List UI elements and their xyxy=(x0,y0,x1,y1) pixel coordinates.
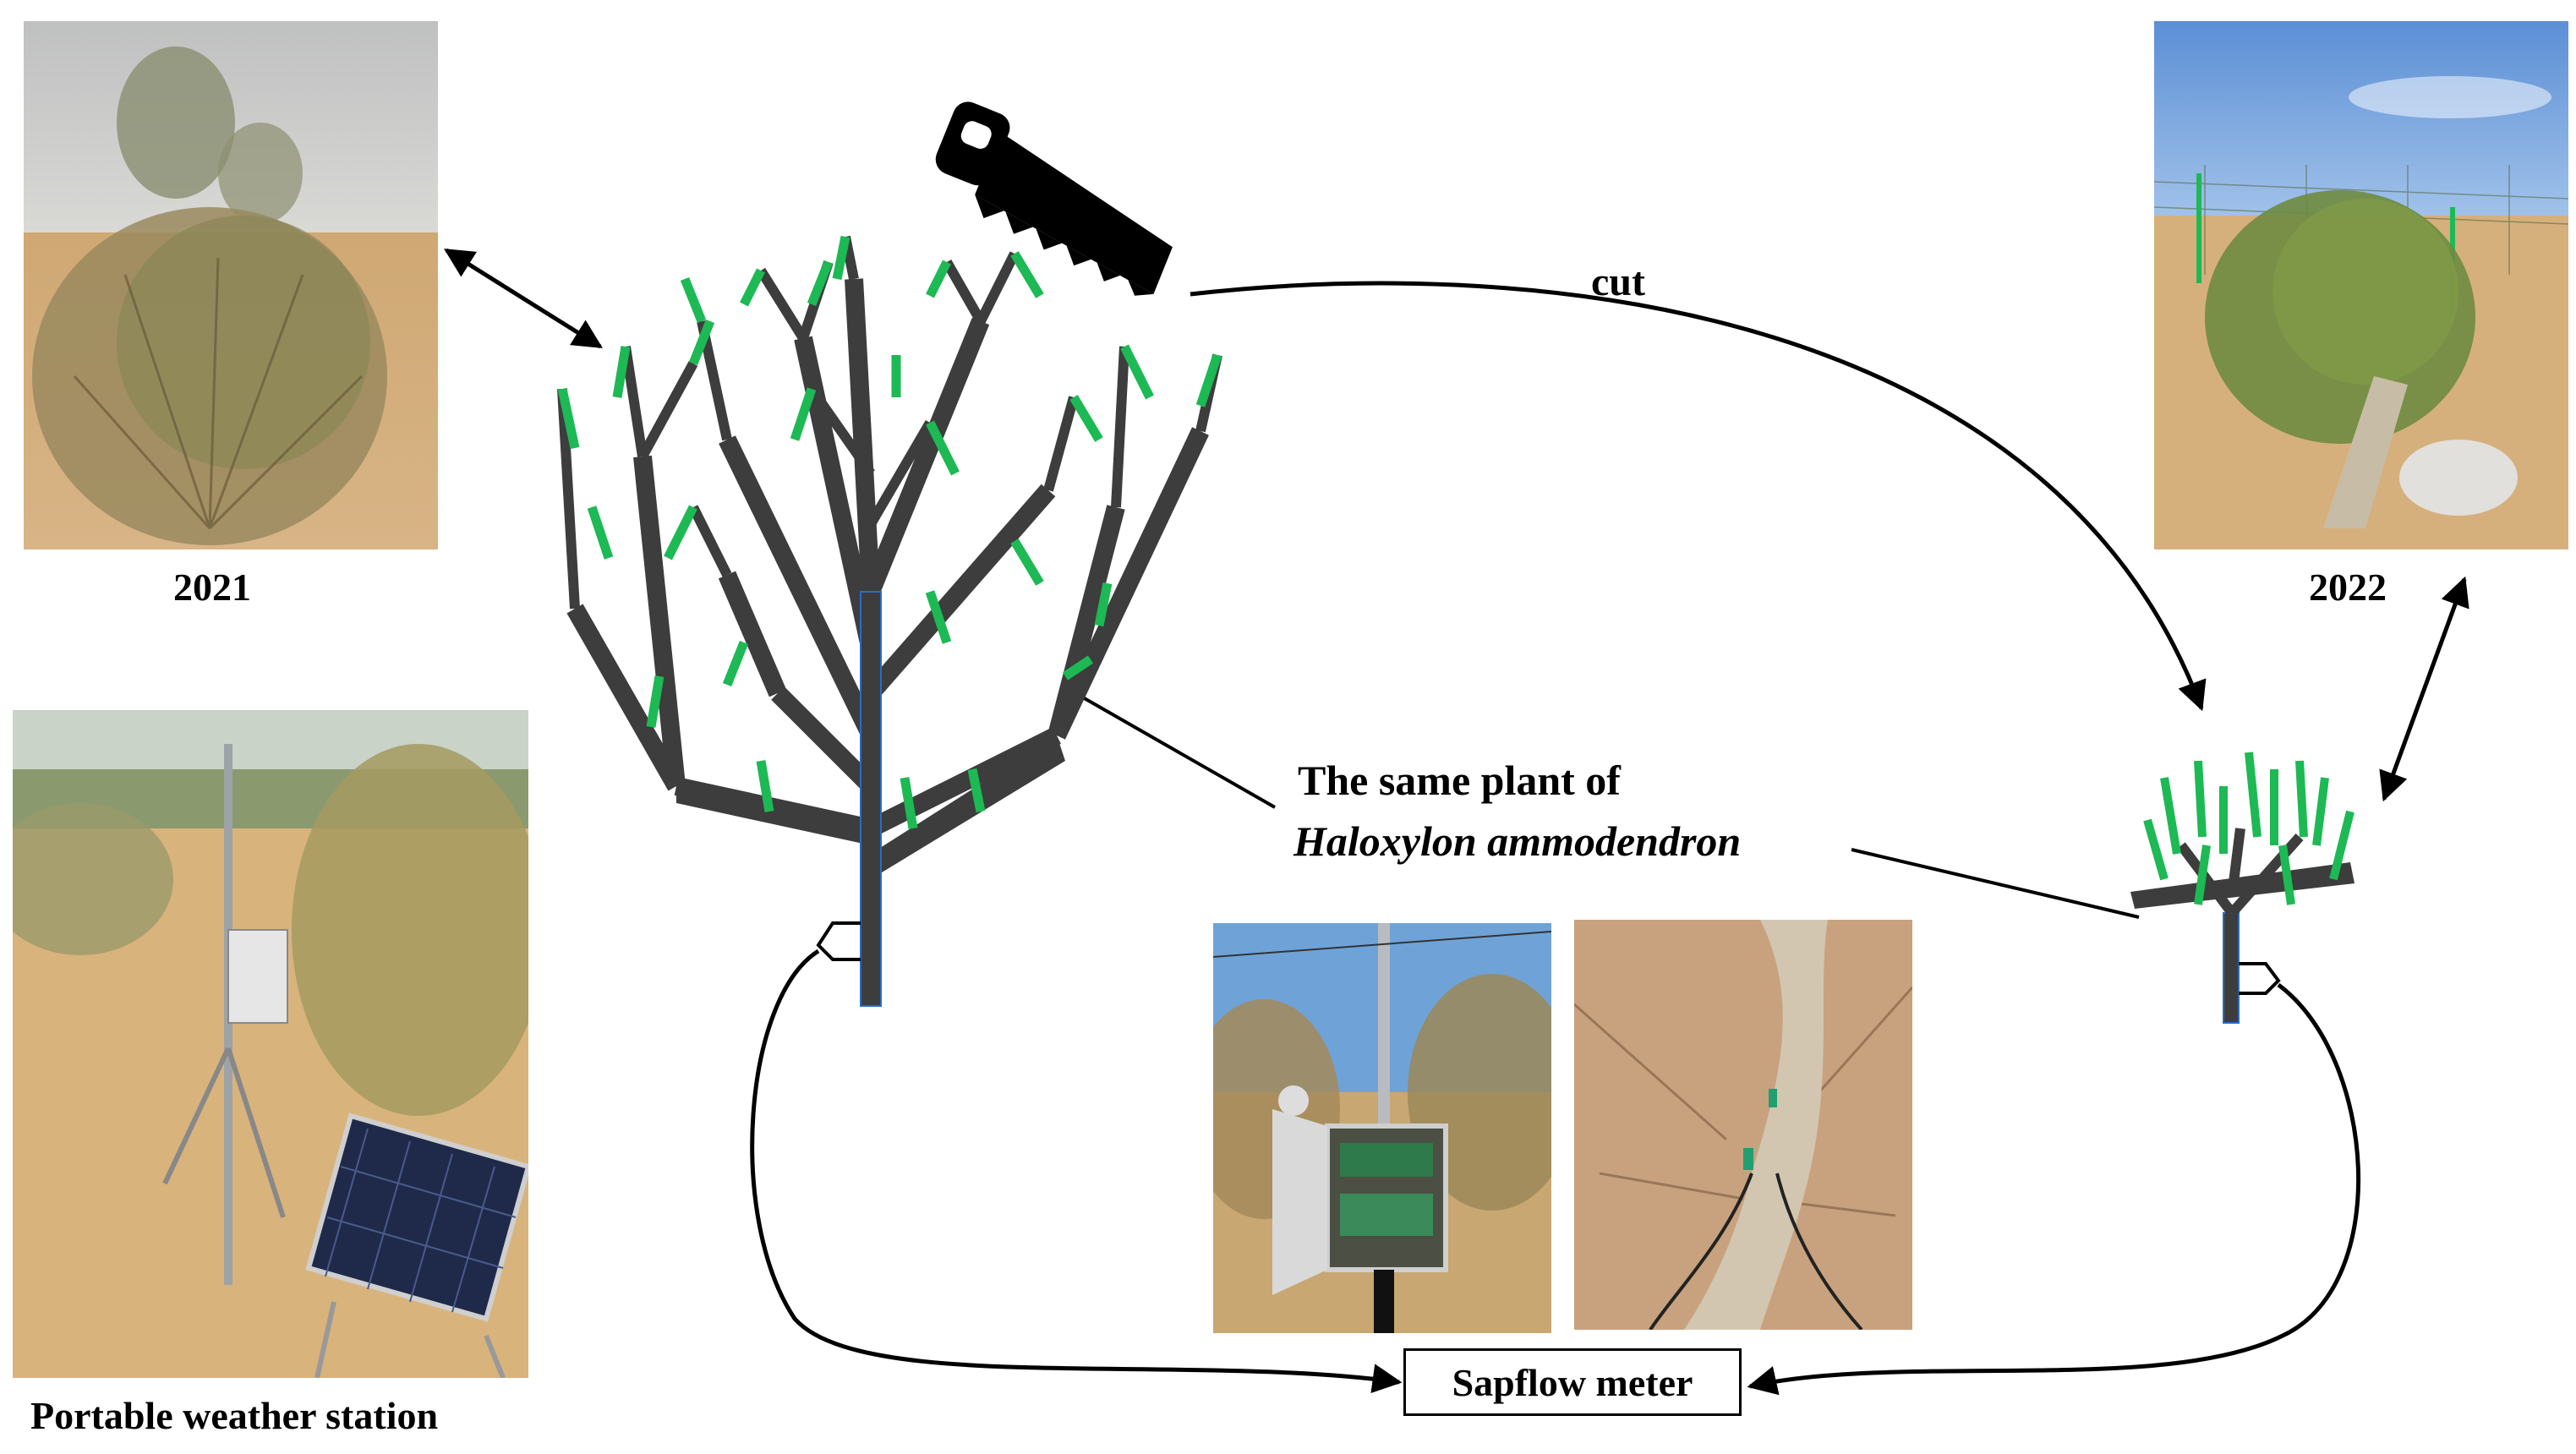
label-2022: 2022 xyxy=(2309,566,2387,609)
saw-icon xyxy=(935,101,1173,296)
photo-sapflow-logger xyxy=(1213,923,1551,1333)
label-sapflow-meter: Sapflow meter xyxy=(1452,1360,1693,1404)
sapflow-meter-box: Sapflow meter xyxy=(1403,1348,1742,1416)
label-plant-line1: The same plant of xyxy=(1298,757,1621,804)
arrow-2021-to-tree xyxy=(444,248,603,349)
label-cut: cut xyxy=(1591,260,1645,304)
sensor-bracket-large xyxy=(816,921,861,961)
large-tree-illustration xyxy=(557,235,1222,1007)
sensor-bracket-small xyxy=(2239,962,2281,995)
regrowth-tree-illustration xyxy=(2130,752,2354,1024)
arrow-cut xyxy=(1190,281,2207,712)
label-weather-station: Portable weather station xyxy=(30,1394,439,1437)
photo-sapflow-probe xyxy=(1574,920,1912,1330)
wire-right xyxy=(1747,982,2361,1396)
label-plant-line2: Haloxylon ammodendron xyxy=(1293,817,1742,865)
photo-weather-station xyxy=(13,710,528,1378)
pointer-regrowth xyxy=(1851,848,2140,919)
wire-left xyxy=(750,948,1403,1394)
label-2021: 2021 xyxy=(173,566,251,609)
arrow-2022-to-regrowth xyxy=(2379,576,2469,802)
pointer-big-tree xyxy=(1063,685,1276,809)
photo-2022-regrowth xyxy=(2154,21,2568,549)
photo-2021-shrub xyxy=(24,21,438,549)
